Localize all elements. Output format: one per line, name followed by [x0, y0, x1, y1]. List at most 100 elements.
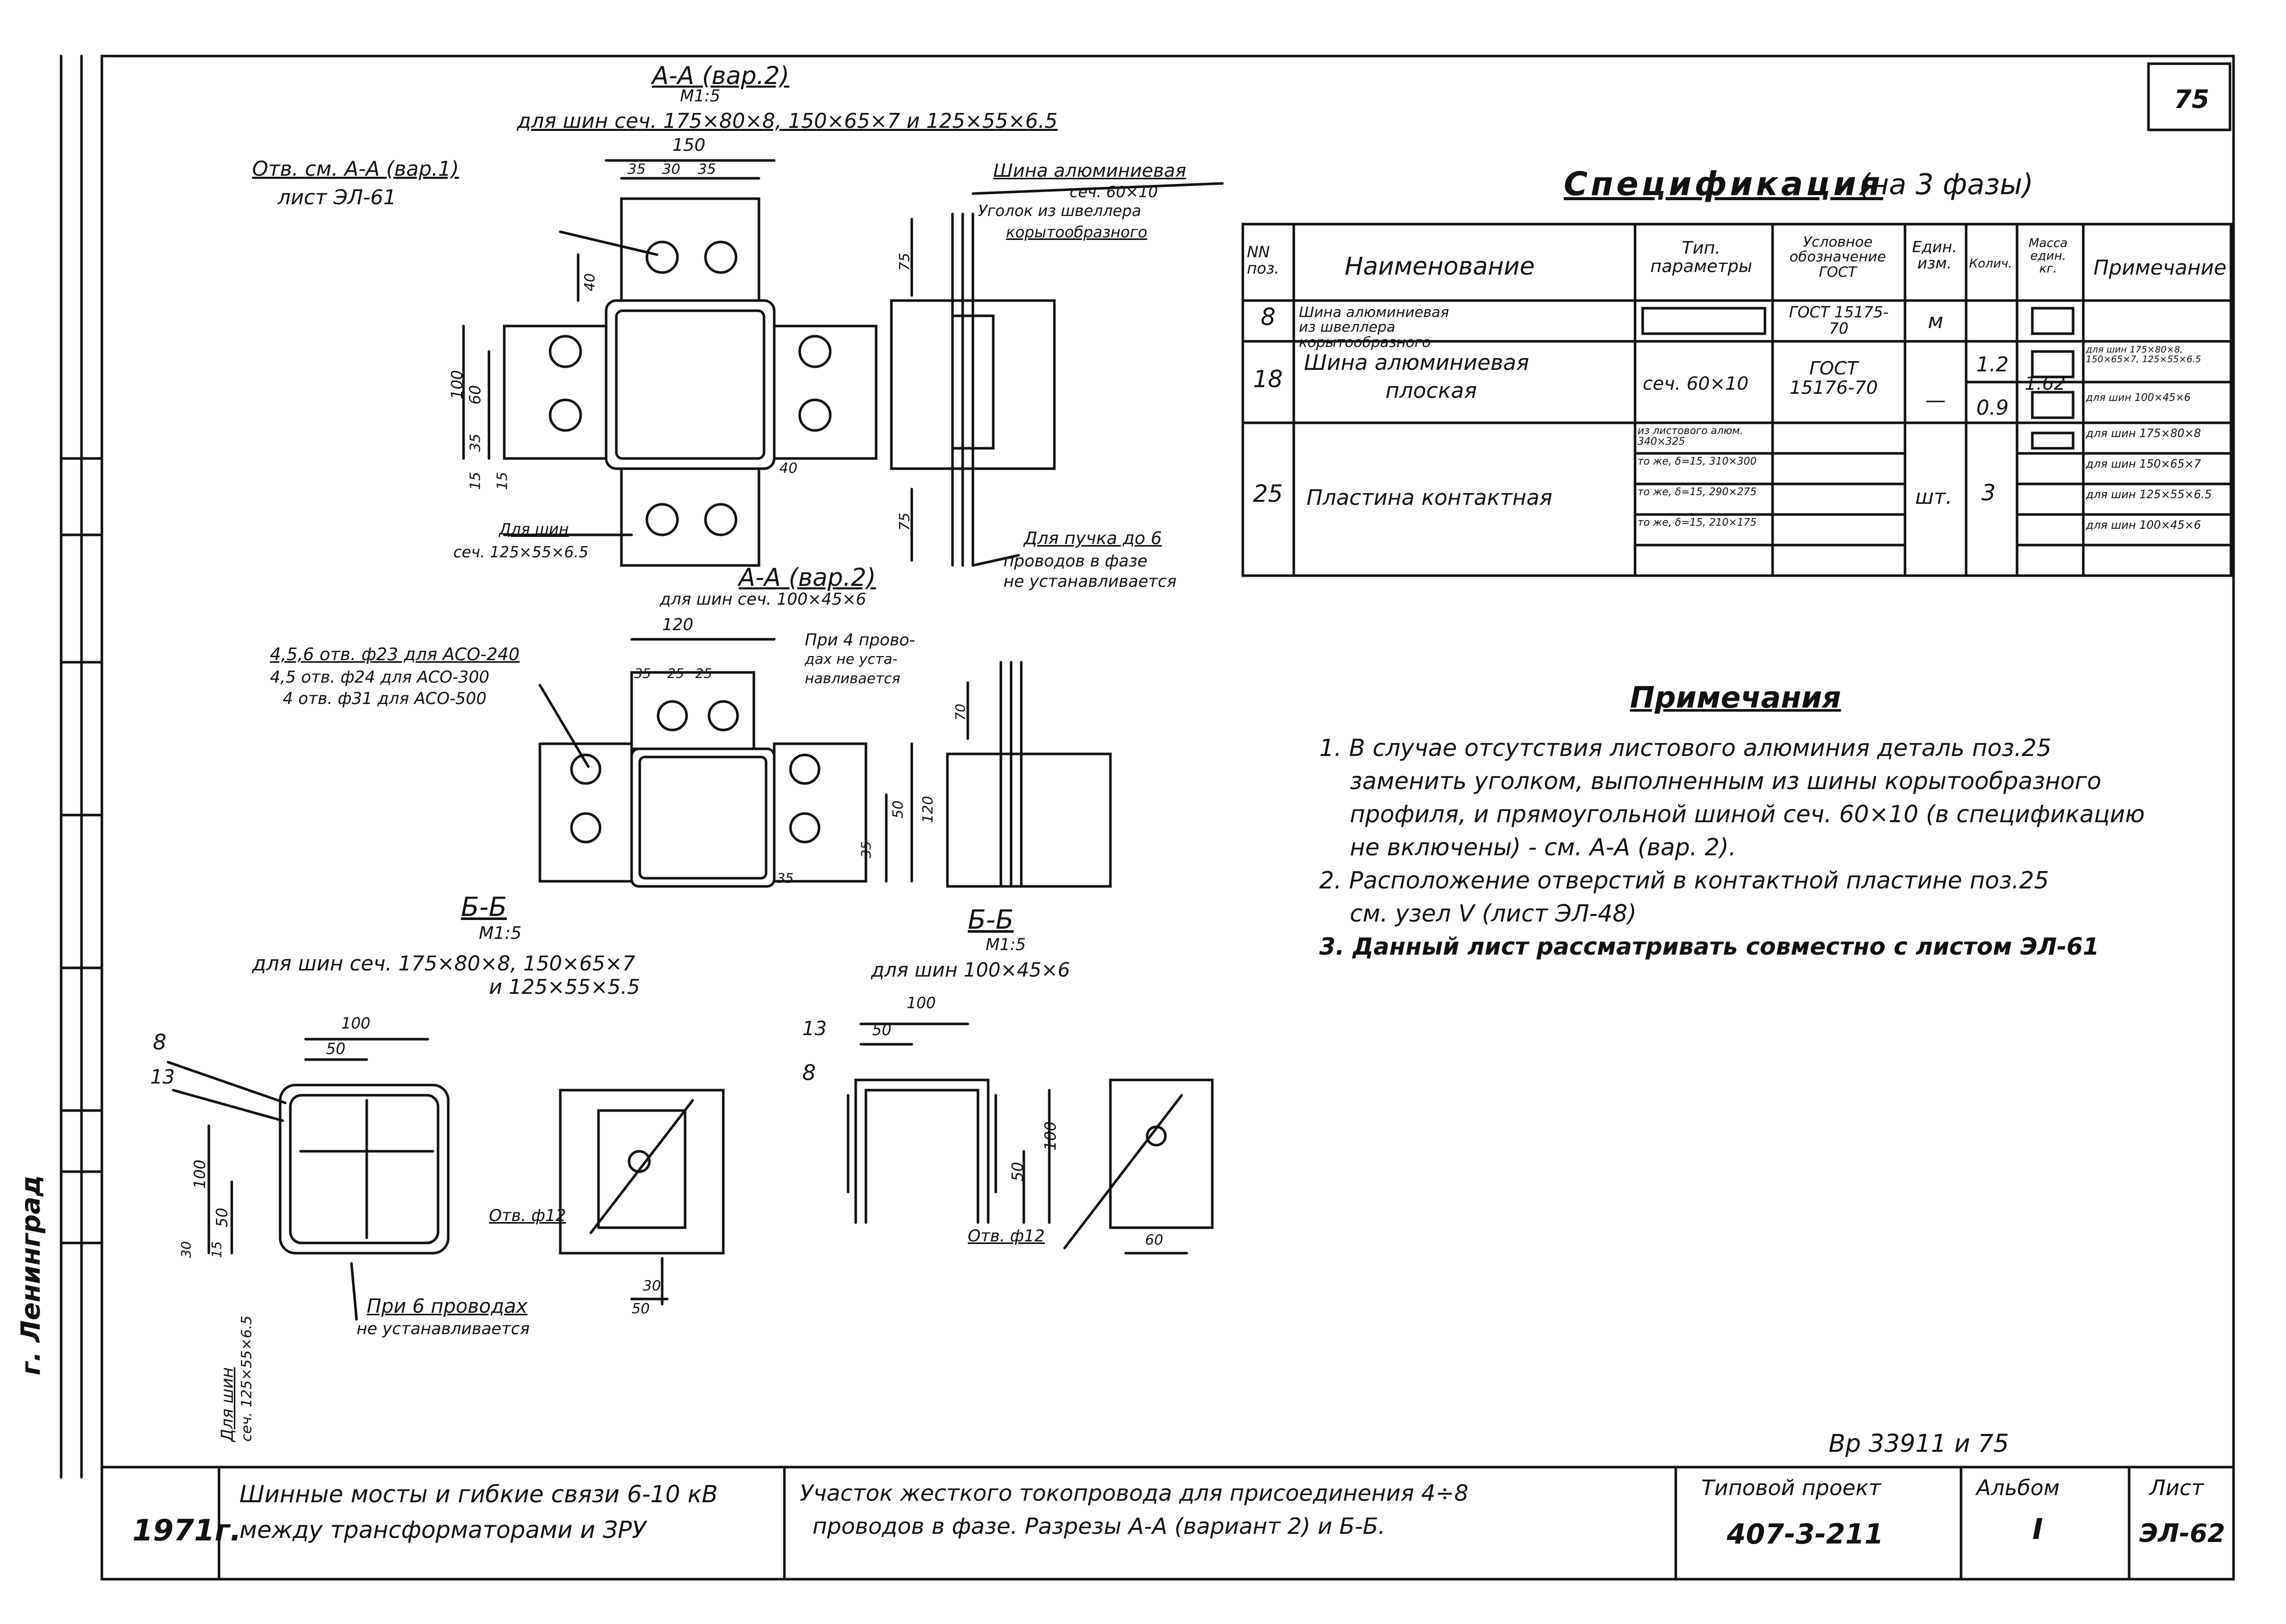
page-number: 75 [2174, 85, 2210, 114]
aa1-side-label-4: корытообразного [1006, 224, 1148, 241]
aa2-dim-35b: 35 [859, 841, 875, 858]
bb2-subtitle: для шин 100×45×6 [871, 959, 1070, 981]
sheet-frame [100, 55, 2235, 1581]
spec-row-8-unit: м [1928, 310, 1944, 333]
aa1-dim-40b: 40 [779, 459, 798, 476]
spec-header-params: Тип. параметры [1650, 238, 1753, 277]
aa1-dim-15: 15 [466, 472, 483, 490]
spec-row-18-params: сеч. 60×10 [1643, 373, 1749, 394]
bb1-title: Б-Б [461, 892, 507, 923]
aa1-title: А-А (вар.2) [652, 62, 790, 90]
spec-row-8-name: Шина алюминиевая из швеллера корытообраз… [1299, 304, 1449, 350]
spec-row-25-qty: 3 [1981, 480, 1996, 506]
aa1-side-note-3: не устанавливается [1003, 572, 1177, 591]
spec-row-8-standard: ГОСТ 15175-70 [1789, 304, 1889, 338]
aa2-title: А-А (вар.2) [739, 563, 876, 592]
bb2-dim-50: 50 [872, 1021, 892, 1039]
bb1-label-13: 13 [150, 1066, 175, 1088]
bb2-dim-100v: 100 [1042, 1121, 1060, 1151]
bb1-dim-30: 30 [179, 1241, 195, 1258]
aa1-callout-bus: Для шин [499, 521, 569, 538]
aa1-side-label-3: Уголок из швеллера [978, 202, 1141, 220]
spec-row-25-variant-1-note: для шин 175×80×8 [2086, 427, 2201, 440]
aa1-subtitle: для шин сеч. 175×80×8, 150×65×7 и 125×55… [517, 110, 1058, 133]
note-line-2: заменить уголком, выполненным из шины ко… [1350, 767, 2102, 795]
archive-note: Вр 33911 и 75 [1829, 1429, 2009, 1458]
bb1-subtitle-2: и 125×55×5.5 [489, 976, 640, 999]
view-bb2 [847, 1022, 1214, 1255]
spec-row-18-name-1: Шина алюминиевая [1304, 350, 1530, 375]
aa1-dim-150: 150 [672, 135, 705, 155]
aa1-dim-35a: 35 [628, 160, 646, 177]
spec-row-25-variant-3-params: то же, δ=15, 290×275 [1638, 485, 1757, 498]
spec-header-name: Наименование [1345, 252, 1535, 281]
bb2-scale: М1:5 [986, 935, 1026, 954]
bb1-subtitle-1: для шин сеч. 175×80×8, 150×65×7 [252, 952, 636, 976]
aa1-dim-15b: 15 [493, 472, 510, 490]
spec-row-18-mass: 1.62 [2025, 373, 2066, 394]
spec-row-25-variant-3-note: для шин 125×55×6.5 [2086, 489, 2212, 501]
sheet-value: ЭЛ-62 [2139, 1519, 2225, 1548]
aa1-side-dim-75a: 75 [895, 253, 913, 271]
bb1-scale: М1:5 [479, 923, 522, 943]
aa1-dim-35c: 35 [466, 434, 483, 452]
note-line-6: см. узел V (лист ЭЛ-48) [1350, 900, 1637, 927]
view-aa2 [538, 638, 1112, 888]
aa1-dim-60: 60 [467, 385, 485, 405]
aa1-side-label-1: Шина алюминиевая [993, 160, 1186, 181]
title-year: 1971г. [132, 1513, 241, 1548]
spec-table-frame [1241, 223, 2233, 577]
note-line-7: 3. Данный лист рассматривать совместно с… [1319, 933, 2100, 960]
aa2-holes-3: 4 отв. ф31 для АСО-500 [283, 689, 487, 708]
spec-row-18-name-2: плоская [1385, 378, 1477, 403]
view-bb1 [167, 1038, 725, 1321]
aa2-subtitle: для шин сеч. 100×45×6 [660, 589, 866, 609]
aa1-side-label-2: сеч. 60×10 [1070, 183, 1158, 201]
spec-header-mass: Масса един. кг. [2028, 236, 2068, 276]
aa1-dim-35b: 35 [698, 160, 716, 177]
bb2-hole: Отв. ф12 [968, 1226, 1045, 1246]
aa1-dim-30: 30 [662, 160, 681, 177]
note-line-3: профиля, и прямоугольной шиной сеч. 60×1… [1350, 800, 2145, 828]
bb1-dim-100: 100 [341, 1015, 371, 1033]
note-line-4: не включены) - см. А-А (вар. 2). [1350, 833, 1736, 861]
spec-row-18-note-a: для шин 175×80×8, 150×65×7, 125×55×6.5 [2086, 344, 2201, 365]
bb1-dim-100v: 100 [191, 1159, 209, 1189]
aa2-note-3: навливается [805, 670, 901, 687]
spec-row-18-qty-a: 1.2 [1976, 353, 2009, 376]
album-label: Альбом [1976, 1475, 2060, 1500]
spec-row-25-unit: шт. [1915, 485, 1952, 509]
note-line-1: 1. В случае отсутствия листового алюмини… [1319, 734, 2052, 762]
spec-row-25-name: Пластина контактная [1307, 485, 1553, 510]
aa2-dim-50: 50 [889, 800, 906, 819]
spec-row-18-standard: ГОСТ 15176-70 [1789, 358, 1878, 398]
notes-title: Примечания [1630, 680, 1841, 715]
work-title-1: Шинные мосты и гибкие связи 6-10 кВ [239, 1480, 718, 1508]
spec-row-25-variant-4-note: для шин 100×45×6 [2086, 519, 2201, 532]
aa2-dim-120v: 120 [919, 796, 936, 823]
bb1-dim-50v: 50 [213, 1207, 232, 1228]
aa1-side-note-2: проводов в фазе [1003, 551, 1148, 571]
view-aa1 [462, 159, 1224, 567]
aa2-holes-1: 4,5,6 отв. ф23 для АСО-240 [270, 644, 520, 665]
bb2-side-dim-60: 60 [1145, 1231, 1163, 1248]
aa1-callout-hole-2: лист ЭЛ-61 [278, 186, 396, 209]
bb1-callout-2: не устанавливается [357, 1319, 530, 1338]
bb1-callout-1: При 6 проводах [367, 1295, 528, 1317]
bb2-label-8: 8 [802, 1060, 816, 1085]
spec-row-18-unit: — [1925, 389, 1946, 412]
sheet-label: Лист [2149, 1475, 2204, 1500]
aa2-dim-25a: 25 [667, 666, 685, 682]
spec-row-18-pos: 18 [1253, 365, 1283, 393]
spec-row-25-pos: 25 [1253, 480, 1283, 507]
spec-row-18-qty-b: 0.9 [1976, 396, 2009, 420]
spec-header-unit: Един. изм. [1912, 238, 1957, 273]
aa2-dim-25b: 25 [695, 666, 713, 682]
project-value: 407-3-211 [1727, 1518, 1884, 1550]
spec-header-note: Примечание [2093, 256, 2227, 280]
bb2-dim-100: 100 [907, 994, 936, 1012]
sheet-title-1: Участок жесткого токопровода для присоед… [800, 1480, 1469, 1506]
aa2-side-dim-70: 70 [953, 703, 969, 721]
